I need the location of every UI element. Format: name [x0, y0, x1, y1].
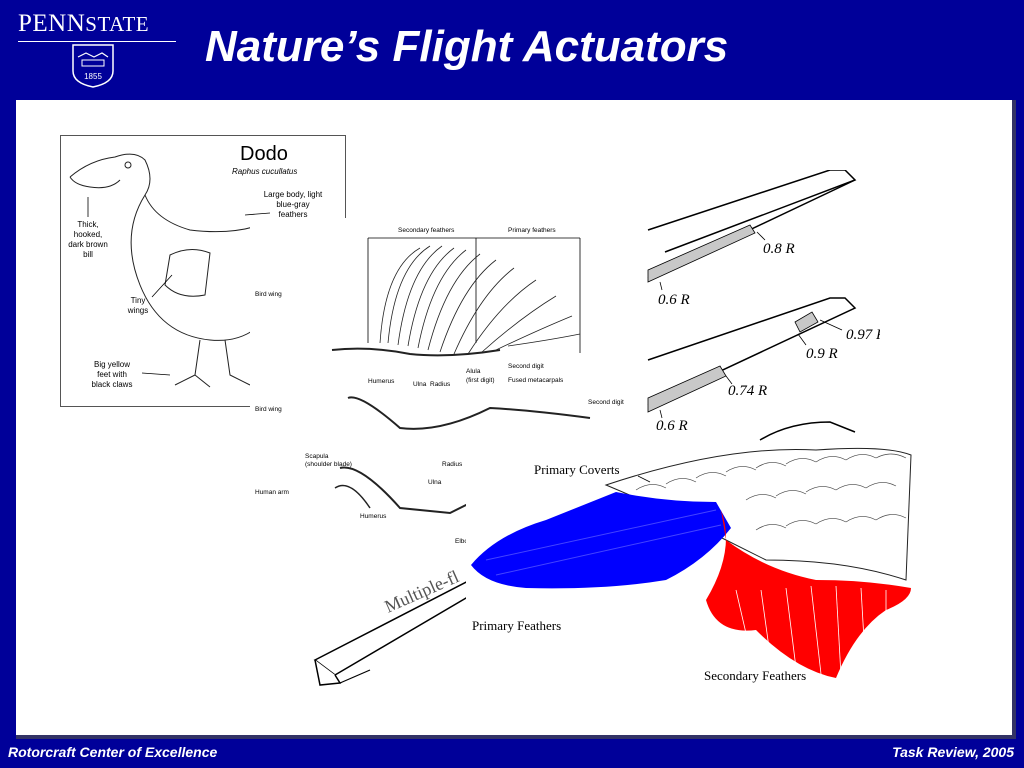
- dodo-latin: Raphus cucullatus: [232, 167, 297, 176]
- logo-rule: [18, 41, 176, 42]
- label-primary-feathers-wing: Primary Feathers: [472, 618, 561, 633]
- label-elbow: Elbo: [455, 538, 468, 545]
- label-second-digit-2: Second digit: [588, 399, 624, 406]
- blade-label-06r-2: 0.6 R: [656, 418, 688, 434]
- dodo-label-bill-3: dark brown: [68, 240, 108, 249]
- blade-label-06r: 0.6 R: [658, 292, 690, 308]
- blade-label-097r: 0.97 R: [846, 327, 880, 343]
- logo-state: STATE: [85, 12, 150, 36]
- dodo-label-body-2: blue-gray: [276, 200, 309, 209]
- dodo-label-bill-4: bill: [83, 250, 93, 259]
- dodo-illustration: Dodo Raphus cucullatus Large body, light…: [60, 135, 346, 407]
- dodo-label-wings-2: wings: [127, 306, 148, 315]
- label-shoulder-blade: (shoulder blade): [305, 461, 352, 468]
- dodo-label-bill-1: Thick,: [77, 220, 98, 229]
- side-label-bird-wing-2: Bird wing: [255, 406, 282, 413]
- penn-state-logo: PENNSTATE 1855: [18, 8, 178, 88]
- label-ulna: Ulna: [413, 381, 427, 388]
- blade-label-08r: 0.8 R: [763, 241, 795, 257]
- colored-bird-wing: Primary Coverts Primary Feathers Seconda…: [466, 447, 916, 688]
- dodo-label-feet-3: black claws: [92, 380, 133, 389]
- page-title: Nature’s Flight Actuators: [205, 22, 729, 71]
- label-humerus-2: Humerus: [360, 513, 387, 520]
- dodo-title: Dodo: [240, 143, 288, 165]
- label-humerus: Humerus: [368, 378, 395, 385]
- label-ulna-2: Ulna: [428, 479, 442, 486]
- label-secondary-feathers-wing: Secondary Feathers: [704, 668, 806, 683]
- logo-penn: PENN: [18, 10, 86, 37]
- label-secondary-feathers: Secondary feathers: [398, 227, 455, 234]
- label-fused-metacarpals: Fused metacarpals: [508, 377, 564, 384]
- dodo-label-feet-2: feet with: [97, 370, 127, 379]
- label-second-digit: Second digit: [508, 363, 544, 370]
- logo-year: 1855: [84, 72, 102, 81]
- footer-event: Task Review, 2005: [892, 744, 1014, 760]
- label-first-digit: (first digit): [466, 377, 495, 384]
- rotor-blade-diagram: 0.8 R 0.6 R 0.97 R 0.9 R 0.74 R 0.6 R: [647, 170, 880, 441]
- label-primary-coverts: Primary Coverts: [534, 462, 620, 477]
- label-radius: Radius: [430, 381, 451, 388]
- dodo-label-feet-1: Big yellow: [94, 360, 130, 369]
- dodo-label-body-1: Large body, light: [264, 190, 323, 199]
- label-scapula: Scapula: [305, 453, 329, 460]
- label-radius-2: Radius: [442, 461, 463, 468]
- side-label-bird-wing-1: Bird wing: [255, 291, 282, 298]
- blade-label-074r: 0.74 R: [728, 383, 767, 399]
- side-label-human-arm: Human arm: [255, 489, 289, 496]
- blade-label-09r: 0.9 R: [806, 346, 838, 362]
- shield-icon: 1855: [72, 44, 114, 88]
- label-alula: Alula: [466, 368, 481, 375]
- dodo-label-wings-1: Tiny: [131, 296, 146, 305]
- dodo-label-body-3: feathers: [279, 210, 308, 219]
- dodo-label-bill-2: hooked,: [74, 230, 102, 239]
- label-primary-feathers: Primary feathers: [508, 227, 556, 234]
- footer-organization: Rotorcraft Center of Excellence: [8, 744, 218, 760]
- multi-flap-blade: Multiple-fl: [313, 566, 497, 686]
